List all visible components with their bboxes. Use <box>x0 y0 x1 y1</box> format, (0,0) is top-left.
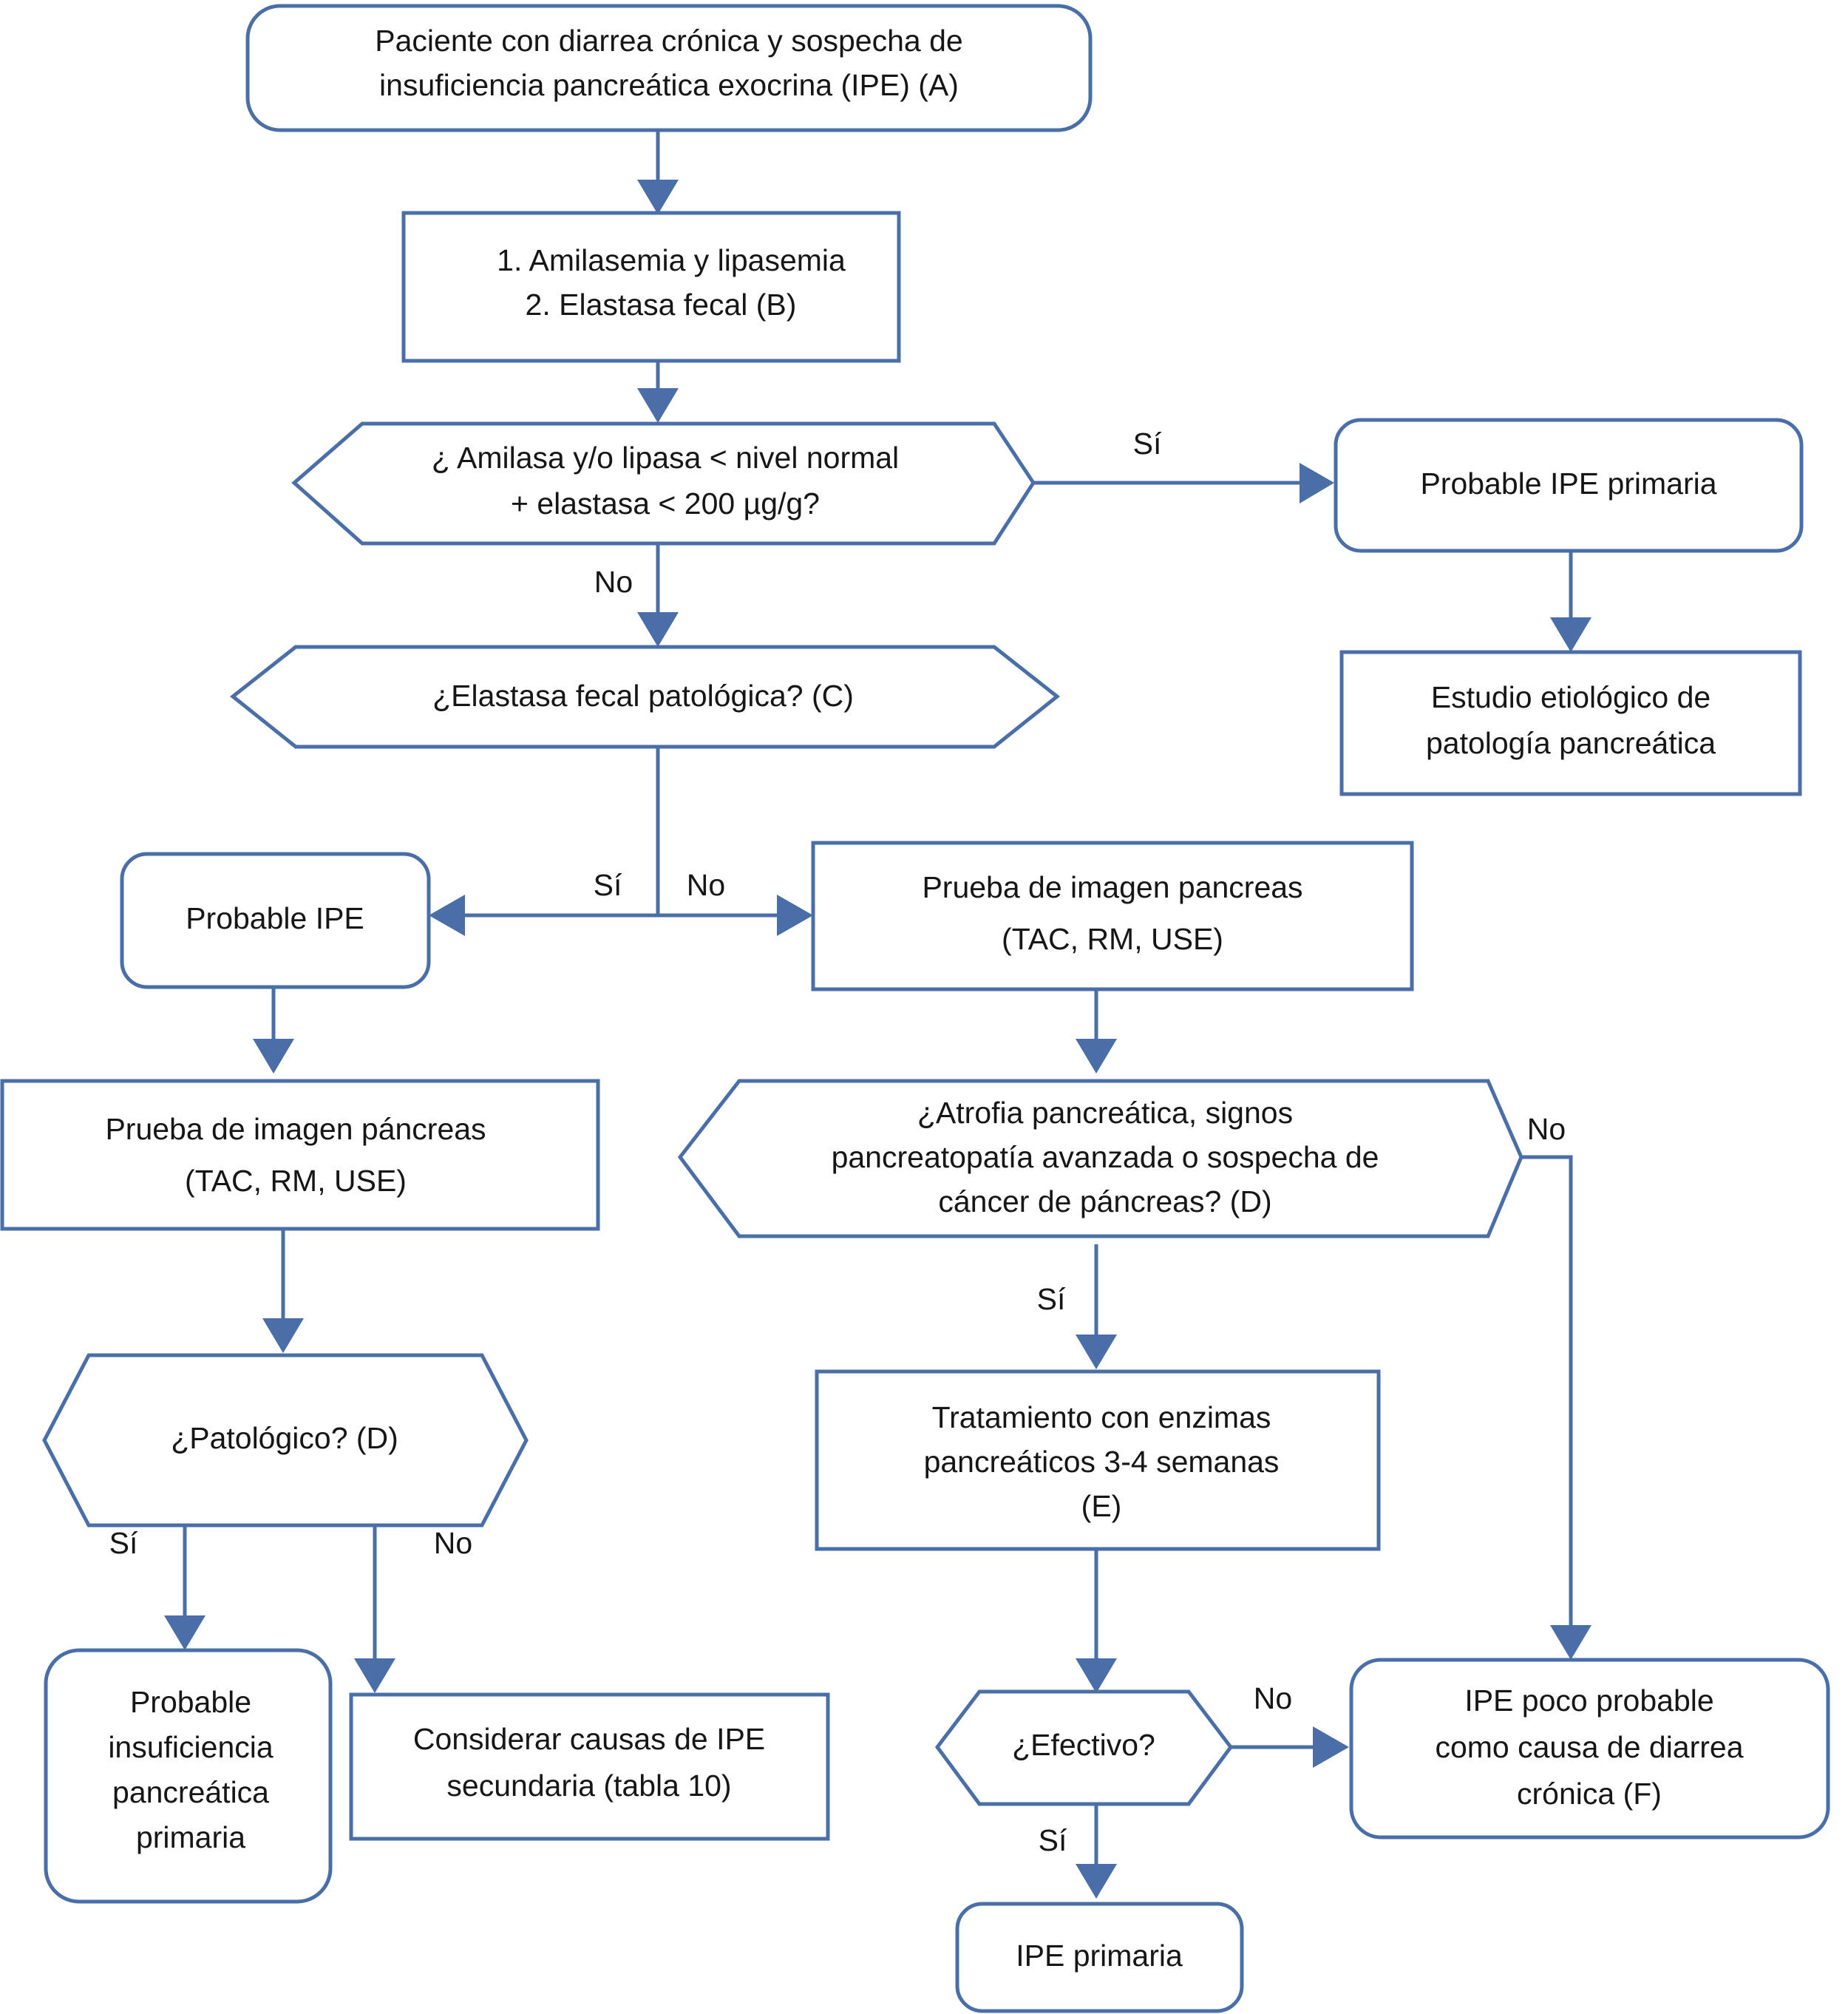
node-ipe-poco-probable-shape <box>1349 1658 1830 1840</box>
node-imagen-pancreas-derecha-shape <box>811 841 1414 991</box>
node-start-line-1: Paciente con diarrea crónica y sospecha … <box>375 24 962 58</box>
edge-label-layer: Sí No Sí No Sí No Sí No No Sí <box>109 427 1566 1857</box>
node-probable-ipe-primaria[interactable]: Probable IPE primaria <box>1334 418 1804 553</box>
node-ipe-poco-probable-line-3: crónica (F) <box>1517 1777 1662 1811</box>
node-imagen-pancreas-izquierda-line-2: (TAC, RM, USE) <box>185 1164 407 1198</box>
node-start[interactable]: Paciente con diarrea crónica y sospecha … <box>245 4 1093 132</box>
edge-label-efectivo-no: No <box>1254 1681 1292 1715</box>
node-start-shape <box>245 4 1093 132</box>
node-decision-patologico-label: ¿Patológico? (D) <box>171 1421 398 1455</box>
node-tratamiento-enzimas-shape <box>815 1369 1381 1551</box>
edge-label-efectivo-si: Sí <box>1039 1823 1067 1857</box>
node-estudio-etiologico-line-2: patología pancreática <box>1426 726 1716 760</box>
node-estudio-etiologico-line-1: Estudio etiológico de <box>1431 680 1711 714</box>
node-tratamiento-enzimas-line-1: Tratamiento con enzimas <box>932 1400 1271 1434</box>
node-decision-efectivo-shape <box>934 1689 1234 1806</box>
edge-atrofia-si <box>1076 1244 1117 1369</box>
edge-label-amilasa-si: Sí <box>1133 427 1162 461</box>
node-decision-amilasa[interactable]: ¿ Amilasa y/o lipasa < nivel normal + el… <box>291 421 1036 546</box>
node-tests-line-2: 2. Elastasa fecal (B) <box>526 288 797 322</box>
node-estudio-etiologico[interactable]: Estudio etiológico de patología pancreát… <box>1339 650 1802 796</box>
node-probable-ipe-primaria-label: Probable IPE primaria <box>1420 467 1716 501</box>
node-decision-elastasa-shape <box>229 645 1061 749</box>
edge-label-atrofia-si: Sí <box>1037 1282 1066 1316</box>
node-ipe-primaria-label: IPE primaria <box>1016 1939 1183 1973</box>
node-decision-efectivo[interactable]: ¿Efectivo? <box>934 1689 1234 1806</box>
edge-amilasa-no <box>637 543 679 647</box>
edge-label-elastasa-si: Sí <box>594 868 622 902</box>
edge-label-amilasa-no: No <box>594 565 633 599</box>
node-imagen-pancreas-izquierda-shape <box>0 1079 600 1231</box>
edge-efectivo-si <box>1076 1804 1117 1899</box>
node-probable-insuficiencia-line-1: Probable <box>130 1685 251 1719</box>
node-ipe-poco-probable-line-1: IPE poco probable <box>1464 1684 1713 1718</box>
node-ipe-poco-probable-line-2: como causa de diarrea <box>1435 1730 1743 1764</box>
node-decision-elastasa-label: ¿Elastasa fecal patológica? (C) <box>432 679 854 713</box>
edge-patologico-si <box>164 1525 205 1650</box>
node-imagen-pancreas-derecha-line-2: (TAC, RM, USE) <box>1002 922 1223 956</box>
node-imagen-pancreas-derecha[interactable]: Prueba de imagen pancreas (TAC, RM, USE) <box>811 841 1414 991</box>
node-considerar-causas[interactable]: Considerar causas de IPE secundaria (tab… <box>349 1692 830 1841</box>
edge-efectivo-no <box>1231 1726 1349 1768</box>
node-probable-ipe[interactable]: Probable IPE <box>120 852 431 989</box>
node-ipe-poco-probable[interactable]: IPE poco probable como causa de diarrea … <box>1349 1658 1830 1840</box>
node-decision-patologico[interactable]: ¿Patológico? (D) <box>42 1353 529 1528</box>
edge-tests-to-decision-amilasa <box>637 360 679 423</box>
node-decision-atrofia-line-1: ¿Atrofia pancreática, signos <box>917 1096 1293 1130</box>
edge-label-patologico-si: Sí <box>109 1526 138 1560</box>
node-imagen-pancreas-izquierda-line-1: Prueba de imagen páncreas <box>105 1112 486 1146</box>
node-decision-amilasa-line-1: ¿ Amilasa y/o lipasa < nivel normal <box>432 441 899 475</box>
node-probable-ipe-label: Probable IPE <box>186 901 364 935</box>
node-decision-amilasa-shape <box>291 421 1036 546</box>
node-decision-efectivo-label: ¿Efectivo? <box>1012 1728 1155 1762</box>
node-tests[interactable]: 1. Amilasemia y lipasemia 2. Elastasa fe… <box>401 211 901 363</box>
node-probable-insuficiencia-line-4: primaria <box>136 1820 245 1854</box>
node-considerar-causas-line-2: secundaria (tabla 10) <box>446 1769 731 1803</box>
node-tratamiento-enzimas-line-2: pancreáticos 3-4 semanas <box>924 1445 1280 1479</box>
edge-elastasa-split <box>429 747 813 936</box>
edge-patologico-no <box>354 1525 395 1693</box>
node-tests-shape <box>401 211 901 363</box>
node-start-line-2: insuficiencia pancreática exocrina (IPE)… <box>379 68 959 102</box>
edge-atrofia-no <box>1521 1155 1591 1660</box>
edge-label-atrofia-no: No <box>1527 1112 1566 1146</box>
node-probable-insuficiencia-shape <box>44 1648 333 1904</box>
node-tests-line-1: 1. Amilasemia y lipasemia <box>497 243 846 277</box>
node-decision-patologico-shape <box>42 1353 529 1528</box>
node-decision-amilasa-line-2: + elastasa < 200 µg/g? <box>511 486 820 521</box>
edge-primaria-to-estudio <box>1550 551 1591 652</box>
node-decision-atrofia-line-2: pancreatopatía avanzada o sospecha de <box>832 1140 1379 1174</box>
edge-amilasa-si <box>1033 463 1334 504</box>
node-ipe-primaria-shape <box>955 1902 1244 2013</box>
node-imagen-pancreas-derecha-line-1: Prueba de imagen pancreas <box>922 870 1302 904</box>
node-tratamiento-enzimas-line-3: (E) <box>1081 1489 1122 1523</box>
edge-start-to-tests <box>637 129 679 214</box>
node-probable-ipe-shape <box>120 852 431 989</box>
node-decision-elastasa[interactable]: ¿Elastasa fecal patológica? (C) <box>229 645 1061 749</box>
node-estudio-etiologico-shape <box>1339 650 1802 796</box>
edge-probable-ipe-to-imagen <box>253 987 294 1074</box>
node-probable-insuficiencia-line-2: insuficiencia <box>108 1730 274 1764</box>
edge-imagen-der-to-atrofia <box>1076 989 1117 1074</box>
edge-imagen-izq-to-patologico <box>262 1229 304 1353</box>
edge-label-patologico-no: No <box>434 1526 472 1560</box>
node-decision-atrofia-shape <box>677 1079 1523 1238</box>
node-considerar-causas-line-1: Considerar causas de IPE <box>413 1722 765 1756</box>
node-probable-insuficiencia[interactable]: Probable insuficiencia pancreática prima… <box>44 1648 333 1904</box>
node-ipe-primaria[interactable]: IPE primaria <box>955 1902 1244 2013</box>
node-decision-atrofia[interactable]: ¿Atrofia pancreática, signos pancreatopa… <box>677 1079 1523 1238</box>
node-probable-insuficiencia-line-3: pancreática <box>112 1775 269 1809</box>
edge-tratamiento-to-efectivo <box>1076 1549 1117 1693</box>
node-probable-ipe-primaria-shape <box>1334 418 1804 553</box>
node-tratamiento-enzimas[interactable]: Tratamiento con enzimas pancreáticos 3-4… <box>815 1369 1381 1551</box>
edge-label-elastasa-no: No <box>687 868 725 902</box>
node-decision-atrofia-line-3: cáncer de páncreas? (D) <box>938 1184 1271 1218</box>
node-imagen-pancreas-izquierda[interactable]: Prueba de imagen páncreas (TAC, RM, USE) <box>0 1079 600 1231</box>
edge-layer <box>164 129 1591 1899</box>
node-considerar-causas-shape <box>349 1692 830 1841</box>
